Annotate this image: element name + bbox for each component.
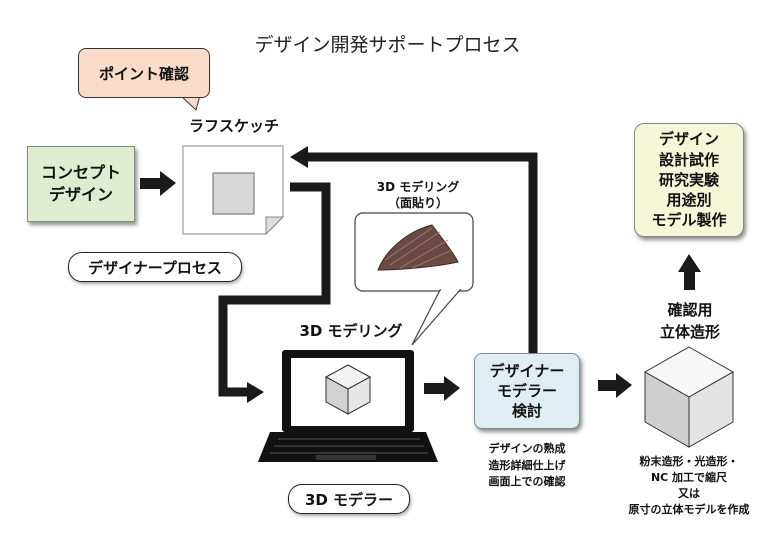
uses-line-5: モデル製作 bbox=[651, 211, 727, 230]
modeler-pill: 3D モデラー bbox=[288, 484, 410, 514]
sketch-paper-icon bbox=[182, 145, 285, 236]
confirm-line-2: 立体造形 bbox=[659, 322, 720, 341]
rough-sketch-label: ラフスケッチ bbox=[188, 117, 279, 135]
concept-design-box: コンセプト デザイン bbox=[27, 146, 135, 222]
modeling-bubble-caption: 3D モデリング （面貼り） bbox=[370, 180, 466, 211]
arrow-into-laptop bbox=[247, 382, 264, 403]
uses-line-3: 研究実験 bbox=[658, 170, 719, 189]
arrow-review-to-cube bbox=[598, 373, 632, 398]
arrow-concept-to-sketch bbox=[140, 171, 176, 196]
fabrication-note-3: 又は bbox=[678, 486, 700, 500]
fabrication-note-1: 粉末造形・光造形・ bbox=[639, 455, 739, 468]
review-notes: デザインの熟成 造形詳細仕上げ 画面上での確認 bbox=[468, 441, 586, 491]
modeling-3d-label: 3D モデリング bbox=[299, 322, 403, 340]
laptop-icon bbox=[258, 350, 438, 462]
fabrication-notes: 粉末造形・光造形・ NC 加工で縮尺 又は 原寸の立体モデルを作成 bbox=[610, 454, 768, 518]
arrow-laptop-to-review bbox=[424, 376, 460, 401]
confirm-line-1: 確認用 bbox=[667, 301, 713, 319]
modeling-bubble-line-1: 3D モデリング bbox=[376, 180, 460, 194]
review-note-2: 造形詳細仕上げ bbox=[488, 458, 566, 472]
surface-mesh-shape bbox=[377, 224, 459, 271]
review-line-2: モデラー bbox=[496, 381, 557, 400]
concept-line-1: コンセプト bbox=[40, 163, 121, 183]
uses-line-2: 設計試作 bbox=[658, 150, 719, 169]
arrow-into-sketch bbox=[290, 146, 308, 168]
diagram-title: デザイン開発サポートプロセス bbox=[254, 34, 521, 56]
point-check-label: ポイント確認 bbox=[98, 64, 189, 83]
point-check-bubble: ポイント確認 bbox=[78, 48, 210, 98]
uses-line-1: デザイン bbox=[658, 130, 719, 149]
uses-line-4: 用途別 bbox=[666, 191, 712, 210]
designer-process-pill: デザイナープロセス bbox=[68, 252, 242, 282]
modeler-label: 3D モデラー bbox=[304, 490, 394, 509]
modeling-bubble bbox=[354, 212, 474, 346]
designer-modeler-review-box: デザイナー モデラー 検討 bbox=[474, 353, 580, 429]
review-line-1: デザイナー bbox=[489, 361, 565, 380]
modeling-bubble-line-2: （面貼り） bbox=[387, 195, 448, 210]
review-note-3: 画面上での確認 bbox=[488, 475, 566, 488]
fabrication-note-4: 原寸の立体モデルを作成 bbox=[628, 502, 750, 516]
review-line-3: 検討 bbox=[511, 402, 542, 421]
designer-process-label: デザイナープロセス bbox=[88, 258, 222, 277]
arrow-up-to-uses bbox=[678, 254, 701, 290]
confirm-model-label: 確認用 立体造形 bbox=[640, 300, 740, 344]
fabrication-note-2: NC 加工で縮尺 bbox=[650, 470, 728, 484]
review-note-1: デザインの熟成 bbox=[488, 442, 566, 455]
uses-box: デザイン 設計試作 研究実験 用途別 モデル製作 bbox=[634, 123, 744, 237]
connector-sketch-to-laptop bbox=[218, 182, 331, 397]
concept-line-2: デザイン bbox=[48, 185, 113, 204]
solid-model-cube-icon bbox=[643, 346, 735, 448]
connector-review-to-sketch bbox=[305, 152, 538, 357]
